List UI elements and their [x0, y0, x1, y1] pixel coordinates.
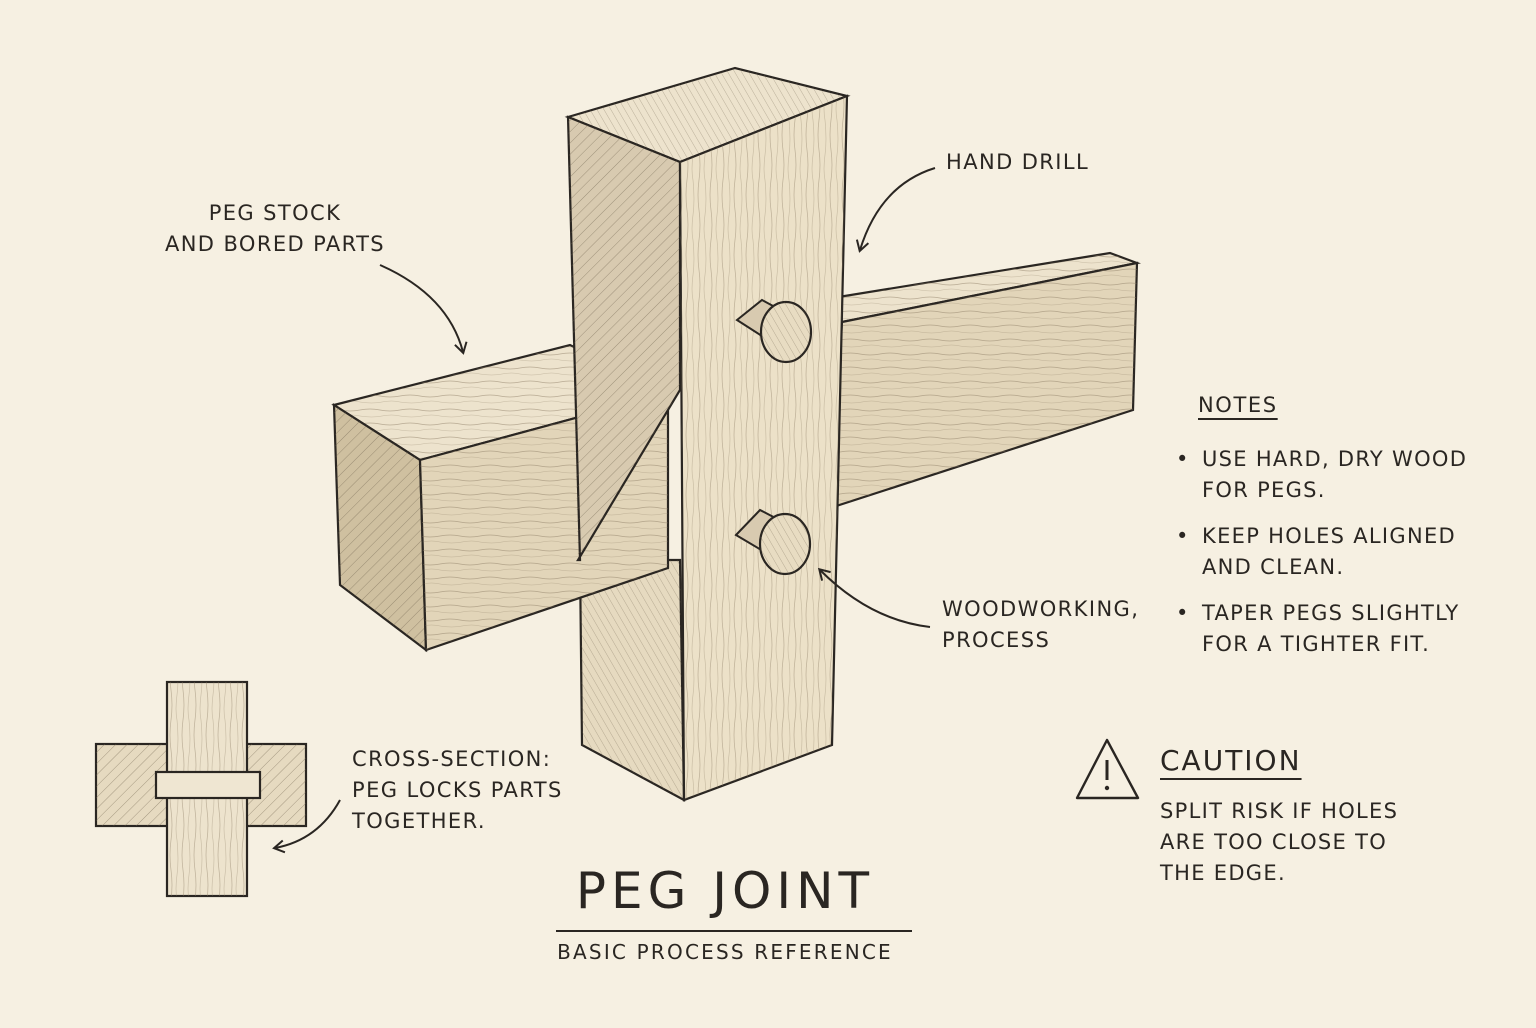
woodworking-label: WOODWORKING, PROCESS	[942, 594, 1139, 656]
page-subtitle: BASIC PROCESS REFERENCE	[557, 940, 893, 964]
woodworking-label-line: WOODWORKING,	[942, 597, 1140, 621]
woodworking-arrow	[817, 567, 931, 628]
peg-stock-arrow	[379, 264, 468, 355]
crossbeam-right	[817, 251, 1142, 510]
cross-section-label-line: CROSS-SECTION:	[352, 747, 552, 771]
woodworking-label-line: PROCESS	[942, 628, 1051, 652]
peg-top	[735, 298, 813, 364]
hand-drill-label: HAND DRILL	[946, 150, 1090, 174]
notes-list: USE HARD, DRY WOOD FOR PEGS. KEEP HOLES …	[1176, 444, 1506, 675]
post-upper	[564, 66, 851, 802]
hand-drill-arrow	[855, 167, 936, 253]
warning-triangle-icon	[1075, 738, 1140, 800]
peg-stock-label-line: AND BORED PARTS	[164, 232, 386, 256]
notes-heading: NOTES	[1198, 393, 1278, 417]
title-underline	[556, 930, 912, 932]
caution-heading: CAUTION	[1160, 744, 1302, 777]
post-lower	[578, 558, 686, 802]
cross-section-label-line: PEG LOCKS PARTS	[352, 778, 563, 802]
caution-text: SPLIT RISK IF HOLES ARE TOO CLOSE TO THE…	[1160, 799, 1399, 885]
cross-section-label: CROSS-SECTION: PEG LOCKS PARTS TOGETHER.	[352, 744, 563, 837]
peg-stock-label-line: PEG STOCK	[208, 201, 342, 225]
note-item: USE HARD, DRY WOOD FOR PEGS.	[1176, 444, 1506, 506]
note-item: KEEP HOLES ALIGNED AND CLEAN.	[1176, 521, 1506, 583]
cross-section-arrow	[272, 799, 341, 854]
page-title: PEG JOINT	[575, 862, 875, 920]
peg-bottom	[734, 508, 812, 576]
cross-section-diagram	[94, 680, 308, 898]
note-item: TAPER PEGS SLIGHTLY FOR A TIGHTER FIT.	[1176, 598, 1506, 660]
peg-stock-label: PEG STOCK AND BORED PARTS	[150, 198, 400, 260]
cross-section-label-line: TOGETHER.	[352, 809, 486, 833]
